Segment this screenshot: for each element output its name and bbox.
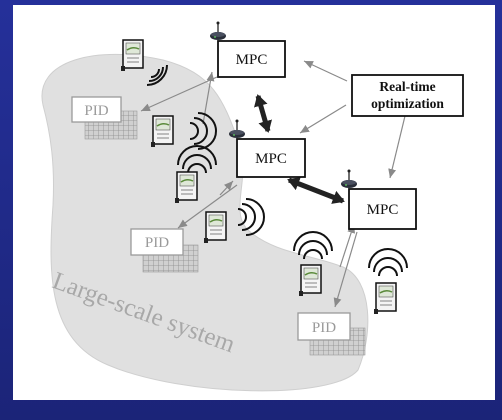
sensor-device-icon bbox=[204, 211, 227, 243]
diagram-panel: Large-scale system bbox=[13, 5, 495, 400]
arrow-sensor2-to-mpc1 bbox=[202, 71, 215, 125]
arrow-mpc1-to-pid1 bbox=[140, 76, 218, 112]
realtime-optimization-box: Real-time optimization bbox=[351, 74, 464, 117]
connection-arrows bbox=[140, 60, 406, 308]
mpc-label: MPC bbox=[255, 151, 287, 167]
optimizer-label-line2: optimization bbox=[371, 96, 444, 111]
mpc-label: MPC bbox=[367, 202, 399, 218]
optimizer-label-line1: Real-time bbox=[379, 79, 435, 94]
router-antenna-icon bbox=[229, 119, 245, 138]
wireless-signal-icon bbox=[368, 248, 408, 277]
pid-label: PID bbox=[312, 320, 336, 336]
arrow-mpc2-mpc3 bbox=[287, 177, 345, 204]
router-antenna-icon bbox=[210, 21, 226, 40]
sensor-devices bbox=[121, 39, 397, 314]
wireless-signal-icon bbox=[177, 145, 217, 174]
distributed-mpc-diagram: Large-scale system bbox=[41, 21, 464, 392]
pid-label: PID bbox=[145, 235, 169, 251]
mpc-controller: MPC bbox=[217, 40, 286, 78]
arrow-mpc3-to-pid3 bbox=[333, 231, 358, 308]
wireless-signals bbox=[146, 64, 408, 277]
wireless-signal-icon bbox=[146, 64, 168, 86]
mpc-communication-arrows bbox=[254, 94, 345, 204]
pid-controller: PID bbox=[130, 228, 199, 273]
arrow-opt-to-mpc2 bbox=[299, 104, 347, 134]
router-antenna-icon bbox=[341, 169, 357, 188]
mpc-controller: MPC bbox=[236, 138, 306, 178]
pid-label: PID bbox=[84, 103, 108, 119]
arrow-opt-to-mpc3 bbox=[388, 115, 406, 179]
pid-controller: PID bbox=[71, 96, 138, 140]
sensor-device-icon bbox=[151, 115, 174, 147]
arrow-sensor3-to-mpc2 bbox=[219, 180, 234, 196]
pid-controller: PID bbox=[297, 312, 366, 356]
sensor-device-icon bbox=[374, 282, 397, 314]
sensor-device-icon bbox=[121, 39, 144, 71]
arrow-sensor5-to-mpc3 bbox=[339, 223, 356, 268]
sensor-device-icon bbox=[175, 171, 198, 203]
arrow-mpc2-to-pid2 bbox=[177, 184, 238, 229]
sensor-device-icon bbox=[299, 264, 322, 296]
arrow-mpc1-mpc2 bbox=[254, 94, 272, 133]
wireless-signal-icon bbox=[293, 231, 333, 260]
mpc-label: MPC bbox=[236, 52, 268, 68]
arrow-opt-to-mpc1 bbox=[303, 60, 348, 82]
wireless-signal-icon bbox=[237, 198, 265, 236]
mpc-controller: MPC bbox=[348, 188, 417, 230]
